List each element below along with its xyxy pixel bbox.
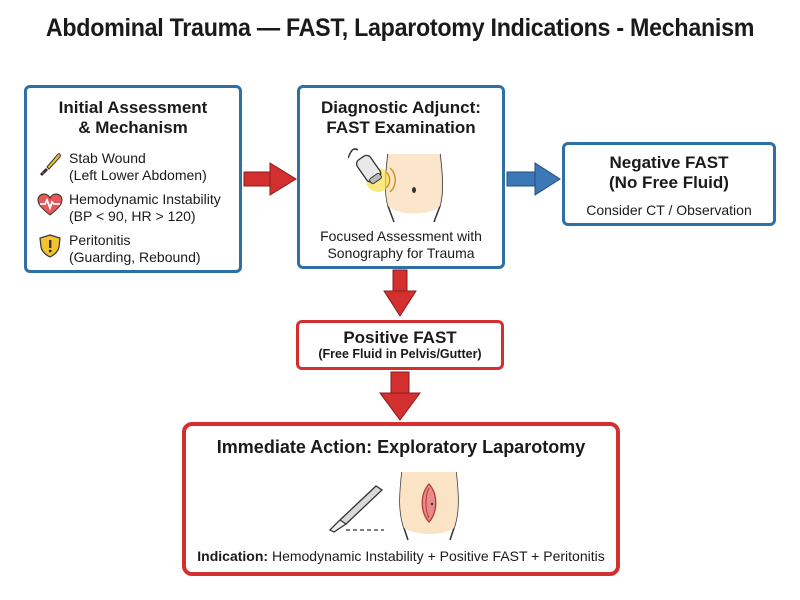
arrow-fast-to-negative: [506, 162, 561, 196]
arrow-fast-to-positive: [383, 269, 417, 317]
initial-assessment-title: Initial Assessment & Mechanism: [58, 98, 208, 137]
negative-fast-action: Consider CT / Observation: [586, 202, 752, 218]
diagram-title: Abdominal Trauma — FAST, Laparotomy Indi…: [45, 14, 755, 42]
ultrasound-probe-icon: [348, 148, 444, 223]
arrow-initial-to-fast: [243, 162, 297, 196]
positive-fast-box: Positive FAST (Free Fluid in Pelvis/Gutt…: [296, 320, 504, 370]
factor-hemodynamic-instability: Hemodynamic Instability (BP < 90, HR > 1…: [37, 191, 221, 225]
scalpel-icon: [328, 471, 459, 541]
knife-icon: [40, 153, 61, 176]
heart-pulse-icon: [37, 193, 63, 216]
shield-alert-icon: [39, 234, 61, 258]
fast-examination-title: Diagnostic Adjunct: FAST Examination: [321, 98, 481, 137]
positive-fast-detail: (Free Fluid in Pelvis/Gutter): [318, 347, 482, 361]
fast-caption: Focused Assessment with Sonography for T…: [320, 228, 482, 261]
positive-fast-title: Positive FAST: [343, 328, 457, 347]
factor-peritonitis: Peritonitis (Guarding, Rebound): [37, 232, 201, 266]
laparotomy-indication: Indication: Hemodynamic Instability + Po…: [197, 548, 605, 564]
fast-examination-box: Diagnostic Adjunct: FAST Examination Foc…: [297, 85, 505, 269]
laparotomy-title: Immediate Action: Exploratory Laparotomy: [216, 437, 586, 457]
arrow-positive-to-action: [379, 371, 421, 421]
laparotomy-box: Immediate Action: Exploratory Laparotomy…: [182, 422, 620, 576]
negative-fast-box: Negative FAST (No Free Fluid) Consider C…: [562, 142, 776, 226]
factor-stab-wound: Stab Wound (Left Lower Abdomen): [37, 150, 207, 184]
negative-fast-title: Negative FAST (No Free Fluid): [609, 153, 729, 192]
initial-assessment-box: Initial Assessment & Mechanism Stab Woun…: [24, 85, 242, 273]
